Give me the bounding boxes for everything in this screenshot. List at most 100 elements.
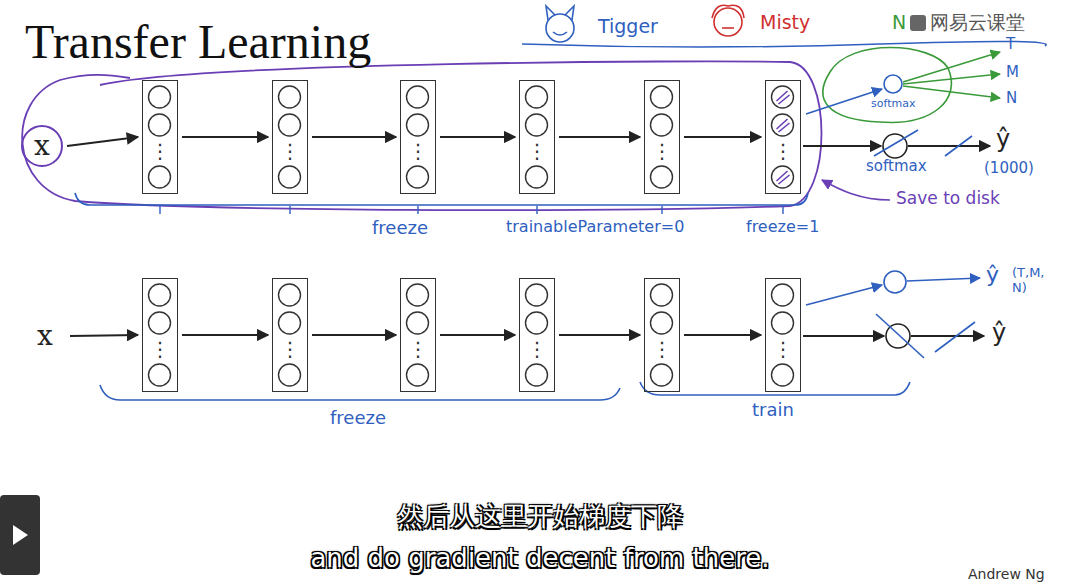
neuron <box>526 312 548 334</box>
neuron <box>149 312 171 334</box>
play-icon <box>13 525 28 545</box>
connector-arrow <box>440 334 515 336</box>
neuron-circles <box>766 279 799 390</box>
connector-arrow <box>684 136 761 138</box>
layer-ellipsis: ⋮ <box>143 335 177 363</box>
neuron <box>279 284 301 306</box>
neuron <box>407 166 429 188</box>
cross-out <box>874 130 918 156</box>
connector-arrow <box>559 136 640 138</box>
neuron <box>279 312 301 334</box>
slide-title: Transfer Learning <box>25 14 371 69</box>
hair <box>712 5 744 18</box>
bracket <box>75 193 808 205</box>
layer-ellipsis: ⋮ <box>766 335 800 363</box>
output-unit <box>886 324 910 348</box>
layer-ellipsis: ⋮ <box>520 137 554 165</box>
subtitle: and do gradient decent from there. <box>0 544 1080 574</box>
output-unit <box>884 75 902 93</box>
bracket-ticks <box>160 206 783 214</box>
neuron <box>772 364 794 386</box>
layer-ellipsis: ⋮ <box>143 137 177 165</box>
neuron-circles <box>401 81 434 192</box>
arrow <box>908 145 990 147</box>
neuron <box>526 284 548 306</box>
connector-arrow <box>559 334 640 336</box>
annotation: ŷ <box>996 126 1010 154</box>
annotation: Misty <box>760 12 810 34</box>
annotation: Save to disk <box>896 189 1000 209</box>
neuron-circles <box>520 81 553 192</box>
neuron <box>407 114 429 136</box>
neuron-circles <box>273 81 306 192</box>
neuron-circles <box>143 279 176 390</box>
annotation: N <box>892 12 906 34</box>
neuron <box>772 284 794 306</box>
neuron-circles <box>645 279 678 390</box>
neuron-circles <box>766 81 799 192</box>
annotation: M <box>1006 64 1019 81</box>
annotation: freeze <box>330 408 386 429</box>
layer-ellipsis: ⋮ <box>273 137 307 165</box>
layer-box: ⋮ <box>142 278 178 392</box>
neuron-circles <box>273 279 306 390</box>
input-node: x <box>24 315 66 357</box>
neuron-circles <box>520 279 553 390</box>
connector-arrow <box>70 335 138 336</box>
input-label: x <box>37 321 53 351</box>
annotation: freeze <box>372 218 428 239</box>
cross-out <box>876 314 924 358</box>
neuron <box>651 166 673 188</box>
input-node: x <box>21 125 63 167</box>
arrow <box>806 285 882 305</box>
layer-ellipsis: ⋮ <box>645 137 679 165</box>
selection-loop <box>22 61 821 210</box>
arrow <box>903 74 1000 84</box>
neuron <box>279 166 301 188</box>
neuron <box>407 284 429 306</box>
output-unit <box>883 134 907 158</box>
neuron <box>526 86 548 108</box>
connector-arrow <box>182 136 268 138</box>
annotation: Andrew Ng <box>968 566 1045 582</box>
neuron <box>772 166 794 188</box>
layer-box: ⋮ <box>400 278 436 392</box>
neuron <box>149 364 171 386</box>
input-label: x <box>34 131 50 161</box>
cat-face-icon <box>546 6 574 42</box>
neuron <box>651 284 673 306</box>
watermark-icon <box>910 15 926 31</box>
neuron <box>279 86 301 108</box>
arrow <box>806 89 882 114</box>
layer-ellipsis: ⋮ <box>520 335 554 363</box>
neuron <box>772 86 794 108</box>
layer-box: ⋮ <box>765 278 801 392</box>
hatch <box>777 91 790 104</box>
connector-arrow <box>312 136 396 138</box>
annotation: trainableParameter=0 <box>506 218 684 236</box>
connector-arrow <box>440 136 515 138</box>
underline <box>522 41 1046 47</box>
arrow <box>903 86 1000 98</box>
connector-arrow <box>312 334 396 336</box>
neuron <box>651 312 673 334</box>
annotation: softmax <box>866 158 927 175</box>
neuron <box>279 114 301 136</box>
arrow <box>803 145 881 147</box>
layer-ellipsis: ⋮ <box>766 137 800 165</box>
hatch <box>777 119 790 132</box>
annotation: (1000) <box>984 160 1034 177</box>
face-outline <box>714 8 742 36</box>
ears <box>546 6 574 20</box>
layer-box: ⋮ <box>644 80 680 194</box>
annotation: freeze=1 <box>746 218 819 236</box>
annotation: N <box>1006 90 1017 107</box>
neuron <box>526 166 548 188</box>
annotation: T <box>1006 36 1015 53</box>
annotation: Tigger <box>598 16 658 38</box>
highlight-loop <box>823 48 952 123</box>
layer-box: ⋮ <box>519 278 555 392</box>
neuron-circles <box>143 81 176 192</box>
